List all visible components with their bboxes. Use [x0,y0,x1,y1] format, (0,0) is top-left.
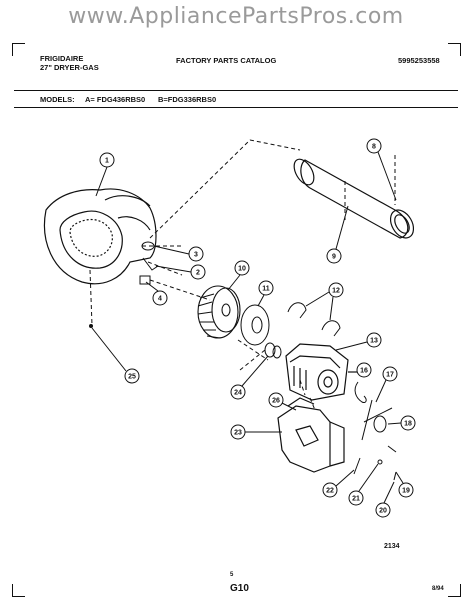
svg-text:21: 21 [352,496,360,503]
exhaust-duct [293,158,415,239]
motor-mount-bracket [277,397,345,473]
svg-text:8: 8 [372,144,376,151]
callout-16: 16 [356,362,372,378]
corner-mark-tr [448,43,461,56]
svg-text:12: 12 [332,288,340,295]
corner-mark-bl [12,584,25,597]
idler-pulley-arm [361,399,397,453]
callout-21: 21 [348,463,379,506]
svg-text:19: 19 [402,488,410,495]
callout-23: 23 [230,424,282,440]
model-a: A= FDG436RBS0 [85,95,146,104]
diagram-code: 2134 [384,543,400,550]
callout-11: 11 [257,280,274,307]
blower-housing [43,188,157,285]
motor-clips [287,302,341,337]
header-rule-top [14,90,458,91]
callout-10: 10 [227,260,250,291]
corner-mark-br [448,584,461,597]
svg-text:23: 23 [234,430,242,437]
svg-text:25: 25 [128,374,136,381]
callout-22: 22 [322,469,355,498]
models-label: MODELS: [40,95,75,104]
svg-text:2: 2 [196,270,200,277]
model-b: B=FDG336RBS0 [158,95,217,104]
svg-text:24: 24 [234,390,242,397]
callout-25: 25 [91,327,140,384]
svg-text:22: 22 [326,488,334,495]
svg-text:13: 13 [370,338,378,345]
callout-17: 17 [375,366,398,403]
callout-1: 1 [95,152,115,197]
idler-spring [354,381,367,403]
callout-3: 3 [153,245,204,262]
pulley-disc [240,304,270,346]
blower-wheel [197,285,241,339]
drive-motor [285,343,362,401]
callout-bubbles: 1 3 2 4 8 9 10 11 12 13 24 16 17 18 19 2… [91,138,416,518]
fittings [139,241,159,285]
reference-lines [89,139,396,411]
callout-8: 8 [366,138,397,201]
svg-text:26: 26 [272,398,280,405]
brand-name: FRIGIDAIRE [40,54,84,63]
catalog-title: FACTORY PARTS CATALOG [176,56,277,65]
svg-text:17: 17 [386,372,394,379]
callout-26: 26 [268,392,297,411]
catalog-date: 8/94 [432,586,444,592]
svg-text:11: 11 [262,286,270,293]
svg-text:3: 3 [194,252,198,259]
header-rule-bottom [14,107,458,108]
small-hardware [353,457,397,481]
corner-mark-tl [12,43,25,56]
callout-4: 4 [145,281,168,306]
svg-text:9: 9 [332,254,336,261]
callout-12: 12 [305,282,344,321]
callout-24: 24 [230,355,269,400]
callout-19: 19 [395,471,414,498]
callout-18: 18 [387,415,416,431]
callout-9: 9 [326,205,349,264]
product-name: 27" DRYER-GAS [40,63,99,72]
svg-text:18: 18 [404,421,412,428]
watermark: www.AppliancePartsPros.com [68,4,404,29]
callout-13: 13 [335,332,382,351]
svg-text:10: 10 [238,266,246,273]
svg-text:20: 20 [379,508,387,515]
svg-text:1: 1 [105,158,109,165]
svg-text:4: 4 [158,296,162,303]
washer [264,342,282,359]
page-code: G10 [230,583,249,594]
mounting-screw-dot [89,324,93,328]
callout-2: 2 [155,264,206,280]
svg-text:16: 16 [360,368,368,375]
callout-20: 20 [375,481,395,518]
page-mark: 5 [230,572,234,578]
catalog-number: 5995253558 [398,56,440,65]
